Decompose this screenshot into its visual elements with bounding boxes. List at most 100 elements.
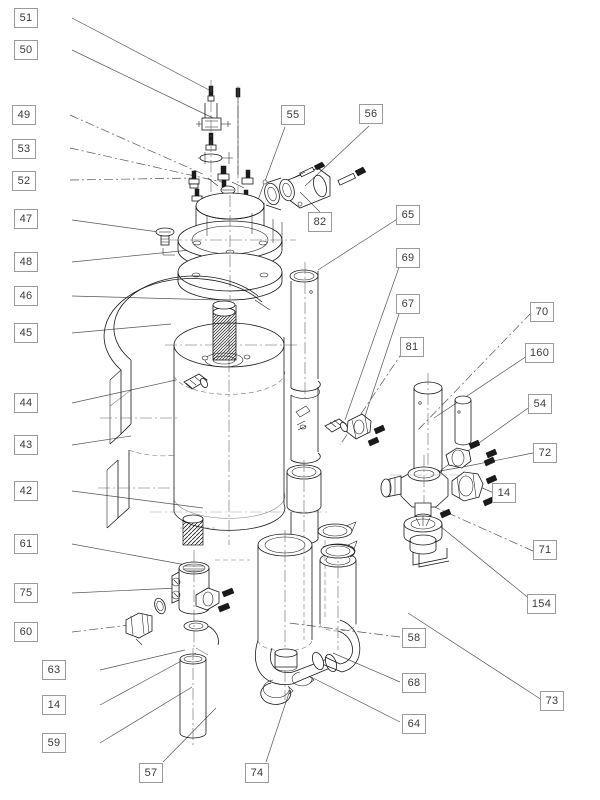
callout-68[interactable]: 68 <box>402 673 426 693</box>
callout-72[interactable]: 72 <box>533 443 557 463</box>
clamp-rings-upper <box>320 540 358 559</box>
callout-42[interactable]: 42 <box>14 481 38 501</box>
callout-75[interactable]: 75 <box>14 583 38 603</box>
callout-70[interactable]: 70 <box>530 302 554 322</box>
fitting-60 <box>125 597 166 646</box>
callout-label: 81 <box>405 340 419 353</box>
callout-label: 43 <box>19 438 33 451</box>
callout-label: 14 <box>497 486 511 499</box>
callout-label: 60 <box>19 625 33 638</box>
callout-71[interactable]: 71 <box>533 540 557 560</box>
callout-67[interactable]: 67 <box>396 294 420 314</box>
callout-label: 49 <box>17 108 31 121</box>
callout-label: 14 <box>47 698 61 711</box>
callout-label: 61 <box>19 537 33 550</box>
callout-69[interactable]: 69 <box>396 248 420 268</box>
callout-label: 70 <box>535 305 549 318</box>
callout-63[interactable]: 63 <box>42 660 66 680</box>
callout-label: 48 <box>19 255 33 268</box>
callout-label: 74 <box>250 766 264 779</box>
lower-coil-spring <box>182 514 204 546</box>
callout-43[interactable]: 43 <box>14 435 38 455</box>
callout-label: 42 <box>19 484 33 497</box>
callout-47[interactable]: 47 <box>14 209 38 229</box>
callout-60[interactable]: 60 <box>14 622 38 642</box>
callout-154[interactable]: 154 <box>527 594 556 614</box>
tube-mid-detail <box>295 405 311 431</box>
callout-56[interactable]: 56 <box>359 104 383 124</box>
hose-clamp-mid <box>291 671 315 687</box>
valve-side-coupler <box>451 471 498 507</box>
main-cylinder-body <box>165 299 300 545</box>
callout-65[interactable]: 65 <box>396 205 420 225</box>
bottom-piping-group <box>179 521 361 745</box>
pin-cylinder-group <box>413 373 472 483</box>
callout-160[interactable]: 160 <box>525 343 554 363</box>
top-fastener-group <box>196 80 241 205</box>
callout-53[interactable]: 53 <box>12 139 36 159</box>
callout-label: 71 <box>538 543 552 556</box>
callout-14L[interactable]: 14 <box>42 695 66 715</box>
callout-label: 56 <box>364 107 378 120</box>
callout-label: 63 <box>47 663 61 676</box>
callout-label: 45 <box>19 326 33 339</box>
callout-54[interactable]: 54 <box>528 394 552 414</box>
manifold-bolts <box>299 161 367 186</box>
fitting-69 <box>346 413 386 447</box>
callout-14R[interactable]: 14 <box>492 483 516 503</box>
callout-label: 65 <box>401 208 415 221</box>
top-housing-flanges <box>170 192 296 301</box>
callout-52[interactable]: 52 <box>12 171 36 191</box>
callout-64[interactable]: 64 <box>402 714 426 734</box>
callout-49[interactable]: 49 <box>12 105 36 125</box>
callout-82[interactable]: 82 <box>308 212 332 232</box>
callout-label: 51 <box>19 11 33 24</box>
callout-44[interactable]: 44 <box>14 393 38 413</box>
callout-label: 64 <box>407 717 421 730</box>
callout-81[interactable]: 81 <box>400 337 424 357</box>
callout-74[interactable]: 74 <box>245 763 269 783</box>
curved-shroud-band <box>98 275 263 529</box>
callout-58[interactable]: 58 <box>402 628 426 648</box>
callout-59[interactable]: 59 <box>42 733 66 753</box>
callout-label: 58 <box>407 631 421 644</box>
callout-57[interactable]: 57 <box>139 763 163 783</box>
callout-label: 67 <box>401 297 415 310</box>
callout-73[interactable]: 73 <box>540 691 564 711</box>
callout-label: 59 <box>47 736 61 749</box>
callout-label: 57 <box>144 766 158 779</box>
construction-lines <box>150 474 470 656</box>
callout-55[interactable]: 55 <box>281 105 305 125</box>
callout-label: 69 <box>401 251 415 264</box>
callout-label: 82 <box>313 215 327 228</box>
callout-label: 47 <box>19 212 33 225</box>
callout-50[interactable]: 50 <box>14 40 38 60</box>
valve-upper-coupler <box>445 439 498 469</box>
callout-51[interactable]: 51 <box>14 8 38 28</box>
callout-45[interactable]: 45 <box>14 323 38 343</box>
callout-label: 154 <box>531 597 552 610</box>
threaded-stem-top <box>204 300 244 368</box>
inline-fittings-mid <box>324 413 386 447</box>
flange-bolt <box>155 227 175 256</box>
leader-lines-left <box>69 17 227 763</box>
tall-tube-65 <box>286 262 322 545</box>
callout-label: 73 <box>545 694 559 707</box>
cylinder-side-fitting <box>183 373 208 390</box>
callout-label: 55 <box>286 108 300 121</box>
callout-label: 72 <box>538 446 552 459</box>
valve-body-assembly <box>380 439 498 568</box>
callout-label: 53 <box>17 142 31 155</box>
callout-48[interactable]: 48 <box>14 252 38 272</box>
clamp-rings-top <box>317 521 357 539</box>
callout-61[interactable]: 61 <box>14 534 38 554</box>
callout-46[interactable]: 46 <box>14 286 38 306</box>
callout-label: 160 <box>529 346 550 359</box>
callout-label: 50 <box>19 43 33 56</box>
callout-label: 46 <box>19 289 33 302</box>
side-manifold-assembly <box>262 161 367 211</box>
callout-label: 44 <box>19 396 33 409</box>
hose-clamp-lower <box>260 679 294 705</box>
